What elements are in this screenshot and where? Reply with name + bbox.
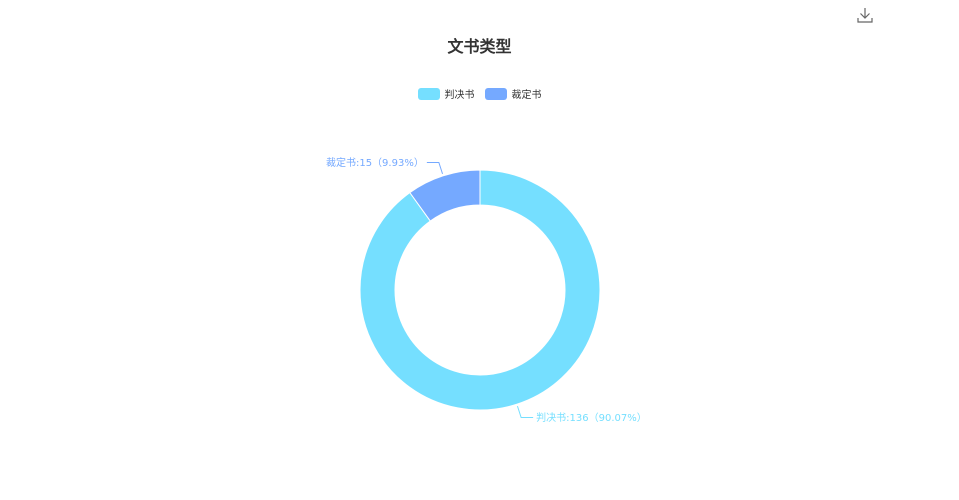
donut-slice-1[interactable] [409,169,481,222]
legend-swatch-judgment [417,87,440,100]
chart-legend: 判决书 裁定书 [0,86,959,101]
slice-label-1: 裁定书:15（9.93%） [326,156,424,169]
legend-label-judgment: 判决书 [444,90,475,101]
slice-label-0: 判决书:136（90.07%） [536,412,647,424]
label-line-1 [426,161,444,175]
legend-item-ruling[interactable]: 裁定书 [484,86,542,101]
legend-swatch-ruling [484,87,507,100]
legend-item-judgment[interactable]: 判决书 [417,86,475,101]
download-icon[interactable] [855,5,875,25]
label-line-0 [516,405,534,419]
donut-slice-0[interactable] [359,169,601,411]
legend-label-ruling: 裁定书 [511,90,542,101]
chart-title: 文书类型 [447,37,512,56]
